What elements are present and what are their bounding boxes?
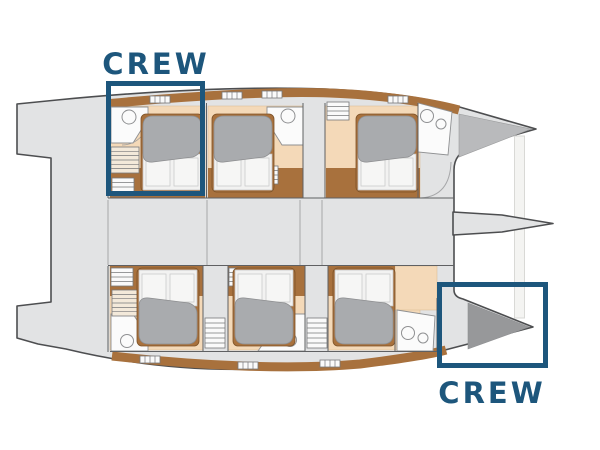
cabin-port-aft	[110, 106, 204, 197]
hull-window	[139, 355, 161, 364]
sink-icon	[435, 118, 447, 130]
locker	[306, 317, 328, 349]
cabinet	[326, 101, 350, 121]
cabinet	[110, 267, 134, 287]
bathroom	[110, 106, 149, 144]
hull-window	[319, 359, 341, 368]
bow-crossbeam	[452, 211, 554, 236]
toilet-icon	[120, 334, 134, 348]
crew-label-top: CREW	[102, 47, 210, 81]
cabin-walls	[107, 265, 454, 352]
sink-icon	[280, 108, 296, 124]
sink-icon	[420, 109, 434, 123]
port-hull	[107, 88, 533, 199]
crew-label-bottom: CREW	[438, 376, 546, 410]
bow-bathroom-port	[417, 102, 453, 156]
hull-window	[221, 91, 243, 100]
cabin-floor	[394, 265, 438, 311]
foredeck-stbd	[467, 302, 530, 350]
side-deck-wood	[109, 88, 461, 115]
cabin-port-mid	[211, 106, 304, 193]
double-bed	[232, 267, 296, 347]
hull-window	[387, 95, 409, 104]
starboard-hull	[107, 265, 530, 372]
hull-window	[261, 90, 283, 99]
crew-highlight-box-top	[106, 81, 205, 196]
toilet-icon	[121, 109, 137, 125]
double-bed	[332, 267, 396, 347]
bow-bathroom-stbd	[396, 309, 436, 352]
hull-window	[237, 361, 259, 370]
sink-icon	[401, 326, 415, 340]
foredeck-port	[458, 113, 533, 158]
cabin-stbd-aft	[110, 267, 200, 352]
cabin-stbd-fwd	[332, 267, 396, 347]
stairs	[111, 289, 141, 317]
crew-highlight-box-bottom	[437, 282, 548, 368]
double-bed	[136, 267, 200, 347]
double-bed	[211, 113, 275, 193]
locker	[204, 317, 226, 349]
double-bed	[355, 113, 419, 193]
bridgedeck-panel-lines	[107, 161, 452, 265]
sink-icon	[417, 332, 429, 344]
cabin-stbd-mid	[228, 267, 306, 352]
